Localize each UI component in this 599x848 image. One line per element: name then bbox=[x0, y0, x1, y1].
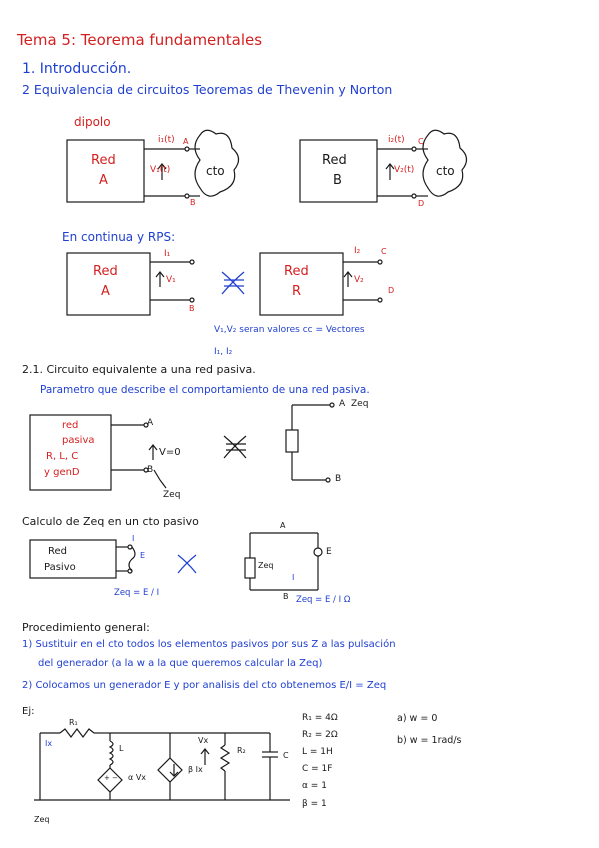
not-equal-sign-3 bbox=[177, 554, 197, 574]
load-cloud-b bbox=[422, 129, 468, 197]
calc-formula-right: Zeq = E / I Ω bbox=[296, 595, 351, 605]
net-b-load: cto bbox=[436, 164, 455, 178]
rps-net-b-voltage: V₂ bbox=[354, 275, 364, 285]
ex-value-l: L = 1H bbox=[302, 747, 333, 757]
ex-r1-label: R₁ bbox=[69, 718, 78, 727]
load-cloud-a bbox=[194, 129, 240, 197]
ex-zeq-label: Zeq bbox=[34, 815, 50, 824]
rps-net-b-line1: Red bbox=[284, 264, 309, 279]
rps-net-b-box bbox=[259, 252, 344, 316]
example-label: Ej: bbox=[22, 706, 35, 717]
ex-c-label: C bbox=[283, 751, 289, 760]
rps-net-b-current: I₂ bbox=[354, 246, 361, 256]
net-a-line2: A bbox=[99, 173, 108, 188]
procedure-heading: Procedimiento general: bbox=[22, 621, 150, 634]
calc-source-e bbox=[313, 547, 323, 557]
calc-net-box bbox=[29, 539, 117, 579]
calc-i-label: I bbox=[132, 534, 135, 543]
section-2-heading: 2 Equivalencia de circuitos Teoremas de … bbox=[22, 82, 393, 97]
zeq-resistor bbox=[285, 429, 299, 453]
net-a-current: i₁(t) bbox=[158, 135, 175, 145]
net-a-line1: Red bbox=[91, 153, 116, 168]
ex-r1 bbox=[59, 728, 95, 738]
net-a-voltage: V₁(t) bbox=[150, 165, 171, 175]
calc-box-line2: Pasivo bbox=[44, 562, 76, 573]
page-title: Tema 5: Teorema fundamentales bbox=[17, 31, 263, 49]
not-equal-sign-2 bbox=[223, 435, 247, 459]
section-1-heading: 1. Introducción. bbox=[22, 61, 132, 77]
calc-resistor-label: Zeq bbox=[258, 561, 274, 570]
dipolo-label: dipolo bbox=[74, 115, 111, 129]
calc-node-a: A bbox=[280, 521, 286, 530]
net-b-voltage: V₂(t) bbox=[394, 165, 415, 175]
ex-ctrl1-label: α Vx bbox=[128, 773, 147, 782]
rps-net-b-node-top: C bbox=[381, 247, 387, 256]
rps-net-a-voltage: V₁ bbox=[166, 275, 176, 285]
rps-net-a-node-bot: B bbox=[189, 304, 195, 313]
net-b-line1: Red bbox=[322, 153, 347, 168]
rps-net-a-line2: A bbox=[101, 284, 110, 299]
passive-box-line1: red bbox=[62, 420, 79, 431]
calc-e-label-right: E bbox=[326, 547, 332, 557]
calc-node-b: B bbox=[283, 592, 289, 601]
calc-i-label-right: I bbox=[292, 573, 295, 582]
ex-vx-label: Vx bbox=[198, 736, 209, 745]
net-b-node-bot: D bbox=[418, 199, 425, 208]
net-a-load: cto bbox=[206, 164, 225, 178]
rps-note-1: V₁,V₂ seran valores cc = Vectores bbox=[214, 325, 365, 335]
rps-net-a-line1: Red bbox=[93, 264, 118, 279]
calc-heading: Calculo de Zeq en un cto pasivo bbox=[22, 515, 199, 528]
ex-inductor bbox=[108, 740, 114, 766]
rps-net-a-current: I₁ bbox=[164, 249, 171, 259]
ex-value-beta: β = 1 bbox=[302, 799, 327, 809]
node-b-label: B bbox=[147, 465, 154, 475]
procedure-step-2: 2) Colocamos un generador E y por analis… bbox=[22, 680, 387, 691]
procedure-step-1a: 1) Sustituir en el cto todos los element… bbox=[22, 639, 396, 650]
passive-net-box bbox=[29, 414, 112, 491]
net-a-node-top: A bbox=[183, 137, 189, 146]
calc-formula-left: Zeq = E / I bbox=[114, 588, 160, 598]
ex-ix-label: Ix bbox=[45, 739, 53, 748]
ex-ctrl1-sym: + − bbox=[104, 774, 118, 782]
net-b-current: i₂(t) bbox=[388, 135, 405, 145]
ex-case-b: b) w = 1rad/s bbox=[397, 735, 462, 746]
passive-box-line3: R, L, C bbox=[46, 451, 79, 462]
ex-ctrl2-label: β Ix bbox=[188, 765, 203, 774]
node-a-label: A bbox=[147, 418, 154, 428]
v-zero-label: V=0 bbox=[159, 447, 181, 458]
ex-value-r2: R₂ = 2Ω bbox=[302, 730, 338, 740]
ex-r2 bbox=[219, 744, 231, 772]
passive-box-line4: y genD bbox=[44, 467, 80, 478]
ex-value-r1: R₁ = 4Ω bbox=[302, 713, 338, 723]
section-21-heading: 2.1. Circuito equivalente a una red pasi… bbox=[22, 363, 256, 376]
rps-net-b-node-bot: D bbox=[388, 286, 395, 295]
rps-net-a-box bbox=[66, 252, 151, 316]
net-b-box bbox=[299, 139, 378, 203]
rps-note-2: I₁, I₂ bbox=[214, 347, 233, 357]
calc-resistor bbox=[244, 557, 256, 579]
ex-dep-source-2 bbox=[157, 757, 183, 783]
calc-box-line1: Red bbox=[48, 546, 67, 557]
calc-e-label-left: E bbox=[140, 551, 146, 560]
ex-case-a: a) w = 0 bbox=[397, 713, 438, 724]
section-21-subtitle: Parametro que describe el comportamiento… bbox=[40, 384, 370, 396]
net-a-box bbox=[66, 139, 145, 203]
procedure-step-1b: del generador (a la w a la que queremos … bbox=[38, 658, 323, 669]
net-b-node-top: C bbox=[418, 137, 424, 146]
node-b2-label: B bbox=[335, 474, 342, 484]
net-a-node-bot: B bbox=[190, 198, 196, 207]
ex-r2-label: R₂ bbox=[237, 746, 246, 755]
rps-heading: En continua y RPS: bbox=[62, 230, 176, 244]
zeq-label-left: Zeq bbox=[163, 490, 181, 500]
zeq-label-right: Zeq bbox=[351, 399, 369, 409]
ex-value-c: C = 1F bbox=[302, 764, 333, 774]
passive-box-line2: pasiva bbox=[62, 435, 95, 446]
net-b-line2: B bbox=[333, 173, 342, 188]
ex-value-alpha: α = 1 bbox=[302, 781, 327, 791]
rps-net-b-line2: R bbox=[292, 284, 302, 299]
node-a2-label: A bbox=[339, 399, 346, 409]
ex-l-label: L bbox=[119, 744, 124, 753]
not-equal-sign-1 bbox=[221, 271, 245, 295]
